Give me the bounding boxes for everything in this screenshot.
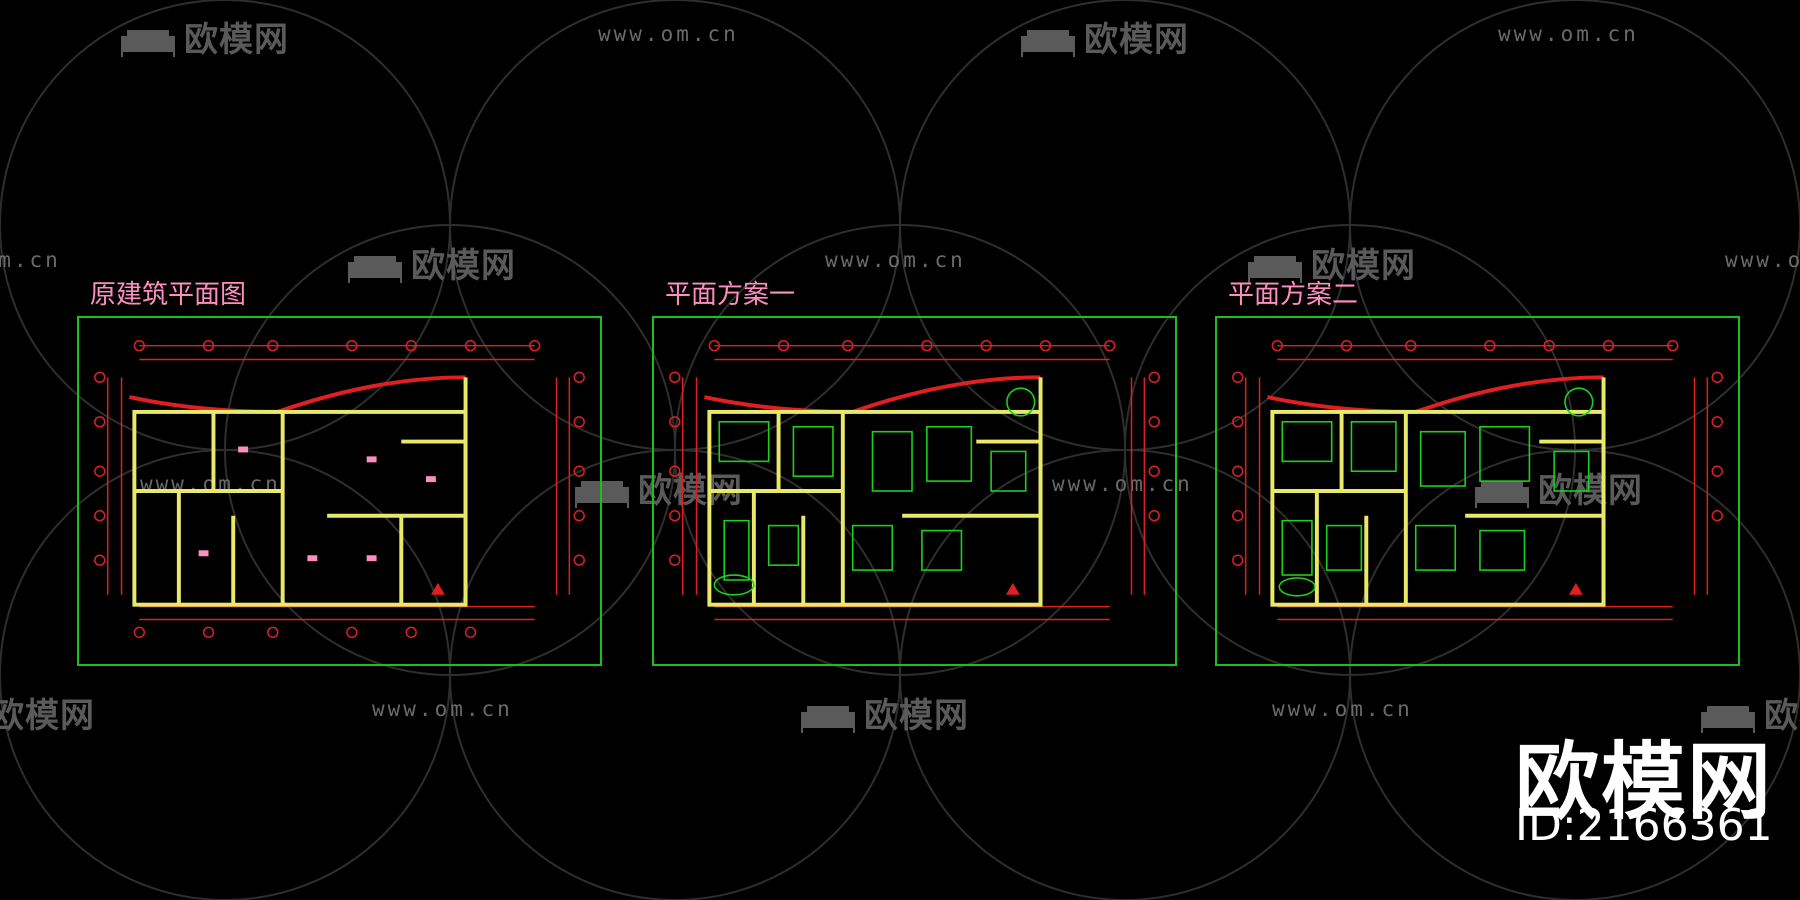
- sofa-icon: [1701, 706, 1755, 733]
- watermark-logo: 欧模网: [572, 463, 743, 512]
- floor-plan-drawing: [94, 339, 585, 639]
- sofa-icon: [801, 706, 855, 733]
- watermark-logo: 欧模网: [1698, 688, 1800, 737]
- watermark-url: www.om.cn: [1272, 697, 1413, 721]
- watermark-logo: 欧模网: [1018, 12, 1189, 61]
- watermark-url: www.om.cn: [1725, 248, 1800, 272]
- sofa-icon: [575, 481, 629, 508]
- brand-watermark-name: 欧模网: [1515, 733, 1774, 831]
- watermark-url: www.om.cn: [0, 248, 61, 272]
- floor-plan-original: [77, 316, 602, 666]
- floor-plan-scheme-1: [652, 316, 1177, 666]
- sofa-icon: [348, 256, 402, 283]
- plan-title-scheme-2: 平面方案二: [1228, 280, 1359, 310]
- watermark-url: www.om.cn: [825, 248, 966, 272]
- sofa-icon: [121, 30, 175, 57]
- watermark-logo: 欧模网: [1245, 238, 1416, 287]
- floor-plan-drawing: [669, 339, 1160, 621]
- watermark-url: www.om.cn: [1052, 472, 1193, 496]
- brand-watermark-id: ID:2166361: [1515, 800, 1773, 851]
- watermark-logo: 欧模网: [345, 238, 516, 287]
- plan-title-scheme-1: 平面方案一: [665, 280, 796, 310]
- watermark-logo: 欧模网: [798, 688, 969, 737]
- floor-plan-drawing: [1232, 339, 1723, 621]
- floor-plan-scheme-2: [1215, 316, 1740, 666]
- watermark-logo: 欧模网: [118, 12, 289, 61]
- watermark-url: www.om.cn: [598, 22, 739, 46]
- plan-title-original: 原建筑平面图: [90, 280, 247, 310]
- sofa-icon: [1248, 256, 1302, 283]
- watermark-logo: 欧模网: [0, 696, 95, 736]
- sofa-icon: [1475, 481, 1529, 508]
- sofa-icon: [1021, 30, 1075, 57]
- watermark-url: www.om.cn: [372, 697, 513, 721]
- watermark-url: www.om.cn: [1498, 22, 1639, 46]
